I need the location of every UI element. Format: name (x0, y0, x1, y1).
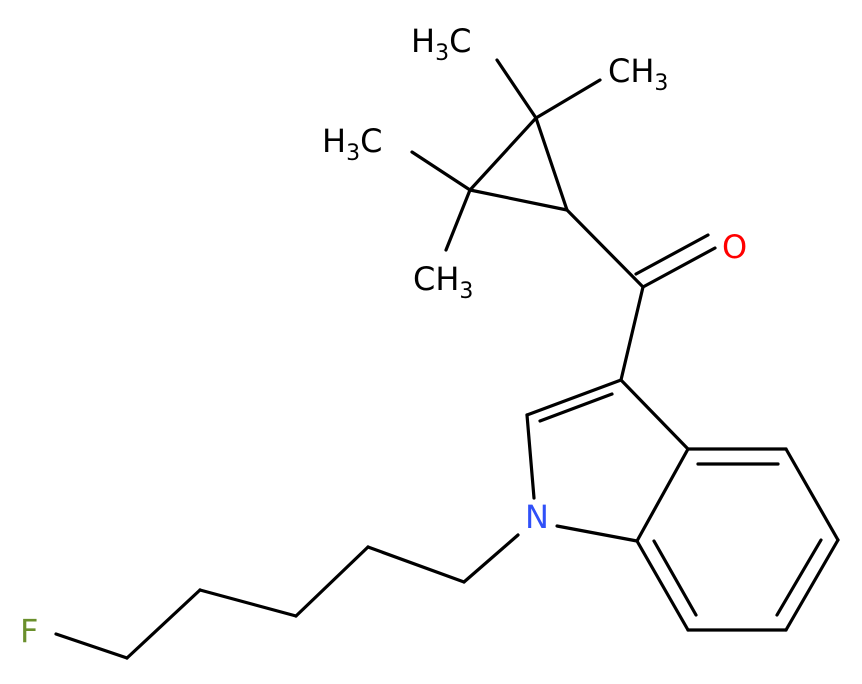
atom-labels: H3C CH3 H3C CH3 O N F (20, 22, 747, 650)
bond-carbonyl-c3 (619, 285, 645, 382)
nitrogen-label: N (525, 498, 549, 536)
fluorine-label: F (20, 612, 38, 650)
bond-methyl-1 (495, 58, 538, 120)
bond-methyl-4 (444, 188, 472, 252)
bond-c3a-c7a (635, 447, 690, 543)
bond-c5-c6-inner (775, 538, 823, 617)
bond-chain-2-3 (294, 545, 370, 618)
bond-chain-1-2 (366, 545, 466, 584)
bond-c5-c6 (784, 538, 840, 632)
bond-chain-5-f (54, 632, 129, 660)
bond-ring-c1-c3 (534, 116, 569, 212)
bond-chain-3-4 (198, 588, 298, 618)
bond-methyl-2 (534, 78, 602, 120)
bond-c7-c7a (635, 539, 690, 632)
methyl-label-4: CH3 (413, 260, 473, 304)
bond-ring-c2-c3 (468, 188, 569, 212)
bond-c3-c3a (619, 378, 690, 451)
bond-methyl-3 (410, 150, 472, 192)
bond-c3-c2 (525, 378, 623, 417)
bond-c3-c2-inner (538, 392, 614, 423)
bond-n1-chain-1 (462, 533, 520, 584)
methyl-label-3: H3C (322, 122, 382, 166)
bond-chain-4-5 (125, 588, 202, 660)
bonds (54, 58, 840, 660)
bond-n1-c7a (555, 524, 639, 543)
methyl-label-2: CH3 (608, 52, 668, 96)
oxygen-label: O (722, 228, 747, 266)
methyl-label-1: H3C (411, 22, 471, 66)
bond-carbonyl-o-1 (641, 246, 717, 289)
bond-c7-c7a-inner (652, 539, 698, 617)
bond-ring-carbonyl (565, 208, 645, 289)
bond-c4-c5 (784, 447, 840, 542)
bond-c2-n1 (525, 413, 536, 500)
bond-ring-c1-c2 (468, 116, 538, 192)
bond-carbonyl-o-2 (634, 233, 710, 276)
